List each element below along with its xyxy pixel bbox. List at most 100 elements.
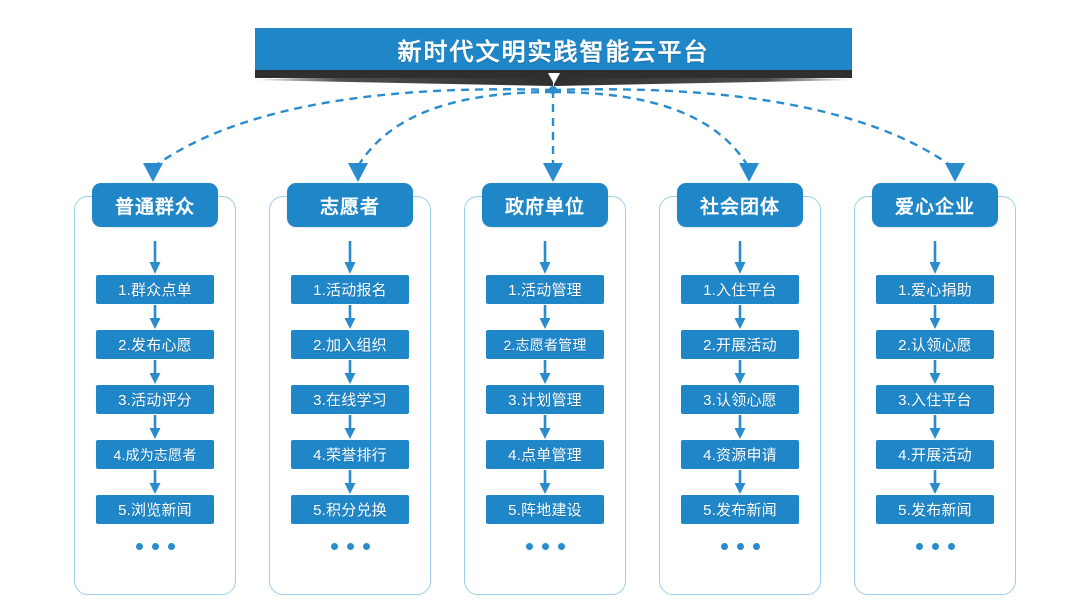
dot (557, 543, 565, 550)
banner-bar: 新时代文明实践智能云平台 (255, 28, 852, 70)
dot (135, 543, 143, 550)
step-box[interactable]: 2.志愿者管理 (486, 330, 604, 359)
step-box[interactable]: 3.认领心愿 (681, 385, 799, 414)
column-header-public[interactable]: 普通群众 (92, 183, 218, 227)
arrow-down-icon (344, 360, 356, 384)
step-box[interactable]: 5.浏览新闻 (96, 495, 214, 524)
step-box[interactable]: 3.在线学习 (291, 385, 409, 414)
step-box[interactable]: 4.开展活动 (876, 440, 994, 469)
arrow-down-icon (543, 163, 563, 182)
arrow-down-icon (734, 241, 746, 274)
step-box[interactable]: 1.入住平台 (681, 275, 799, 304)
dot (346, 543, 354, 550)
arrow-down-icon (344, 305, 356, 329)
dot (525, 543, 533, 550)
step-box[interactable]: 5.积分兑换 (291, 495, 409, 524)
arrow-down-icon (734, 360, 746, 384)
step-list: 1.爱心捐助 2.认领心愿 3.入住平台 4.开展活动 (855, 241, 1015, 550)
step-box[interactable]: 4.资源申请 (681, 440, 799, 469)
step-box[interactable]: 5.阵地建设 (486, 495, 604, 524)
step-box[interactable]: 2.开展活动 (681, 330, 799, 359)
role-column-government[interactable]: 政府单位 1.活动管理 2.志愿者管理 3.计划管理 (464, 183, 626, 595)
step-box[interactable]: 3.活动评分 (96, 385, 214, 414)
arrow-down-icon (734, 305, 746, 329)
arrow-down-icon (539, 305, 551, 329)
step-box[interactable]: 3.入住平台 (876, 385, 994, 414)
arrow-down-icon (149, 241, 161, 274)
arrow-down-icon (149, 360, 161, 384)
step-box[interactable]: 4.成为志愿者 (96, 440, 214, 469)
arrow-down-icon (348, 163, 368, 182)
dot (330, 543, 338, 550)
connector-fan (143, 86, 965, 182)
role-column-social-group[interactable]: 社会团体 1.入住平台 2.开展活动 3.认领心愿 (659, 183, 821, 595)
role-column-enterprise[interactable]: 爱心企业 1.爱心捐助 2.认领心愿 3.入住平台 (854, 183, 1016, 595)
step-box[interactable]: 5.发布新闻 (681, 495, 799, 524)
connector-origin (549, 86, 557, 94)
arrow-down-icon (929, 360, 941, 384)
dot (947, 543, 955, 550)
more-indicator (915, 543, 955, 550)
caret-down-icon (548, 73, 560, 84)
connector-to-enterprise (552, 88, 955, 169)
dot (541, 543, 549, 550)
arrow-down-icon (929, 305, 941, 329)
more-indicator (330, 543, 370, 550)
step-list: 1.活动管理 2.志愿者管理 3.计划管理 4.点单管理 (465, 241, 625, 550)
step-box[interactable]: 1.群众点单 (96, 275, 214, 304)
column-header-volunteer[interactable]: 志愿者 (287, 183, 413, 227)
connector-to-public (151, 88, 554, 169)
arrow-down-icon (929, 415, 941, 439)
page-title: 新时代文明实践智能云平台 (397, 38, 710, 66)
arrow-down-icon (945, 163, 965, 182)
step-list: 1.群众点单 2.发布心愿 3.活动评分 4.成为志愿者 (75, 241, 235, 550)
step-list: 1.活动报名 2.加入组织 3.在线学习 4.荣誉排行 (270, 241, 430, 550)
dot (915, 543, 923, 550)
step-box[interactable]: 1.活动报名 (291, 275, 409, 304)
arrow-down-icon (739, 163, 759, 182)
arrow-down-icon (539, 415, 551, 439)
arrow-down-icon (149, 470, 161, 494)
column-header-enterprise[interactable]: 爱心企业 (872, 183, 998, 227)
connector-to-social-group (552, 90, 751, 169)
step-box[interactable]: 2.认领心愿 (876, 330, 994, 359)
arrow-down-icon (344, 470, 356, 494)
arrow-down-icon (929, 470, 941, 494)
more-indicator (720, 543, 760, 550)
dot (736, 543, 744, 550)
column-header-government[interactable]: 政府单位 (482, 183, 608, 227)
role-columns: 普通群众 1.群众点单 2.发布心愿 3.活动评分 (0, 183, 1080, 611)
arrow-down-icon (929, 241, 941, 274)
step-box[interactable]: 1.活动管理 (486, 275, 604, 304)
step-box[interactable]: 5.发布新闻 (876, 495, 994, 524)
dot (752, 543, 760, 550)
arrow-down-icon (539, 470, 551, 494)
role-column-volunteer[interactable]: 志愿者 1.活动报名 2.加入组织 3.在线学习 (269, 183, 431, 595)
column-header-social-group[interactable]: 社会团体 (677, 183, 803, 227)
dot (720, 543, 728, 550)
step-box[interactable]: 1.爱心捐助 (876, 275, 994, 304)
step-list: 1.入住平台 2.开展活动 3.认领心愿 4.资源申请 (660, 241, 820, 550)
banner-shadow-ribbon (248, 68, 859, 86)
platform-banner: 新时代文明实践智能云平台 (248, 28, 859, 86)
arrow-down-icon (344, 241, 356, 274)
dot (151, 543, 159, 550)
step-box[interactable]: 2.发布心愿 (96, 330, 214, 359)
step-box[interactable]: 4.荣誉排行 (291, 440, 409, 469)
step-box[interactable]: 4.点单管理 (486, 440, 604, 469)
arrow-down-icon (734, 470, 746, 494)
step-box[interactable]: 3.计划管理 (486, 385, 604, 414)
arrow-down-icon (734, 415, 746, 439)
arrow-down-icon (149, 305, 161, 329)
connector-to-volunteer (355, 90, 554, 169)
role-column-public[interactable]: 普通群众 1.群众点单 2.发布心愿 3.活动评分 (74, 183, 236, 595)
dot (362, 543, 370, 550)
dot (931, 543, 939, 550)
more-indicator (135, 543, 175, 550)
arrow-down-icon (143, 163, 163, 182)
arrow-down-icon (149, 415, 161, 439)
dot (167, 543, 175, 550)
more-indicator (525, 543, 565, 550)
step-box[interactable]: 2.加入组织 (291, 330, 409, 359)
